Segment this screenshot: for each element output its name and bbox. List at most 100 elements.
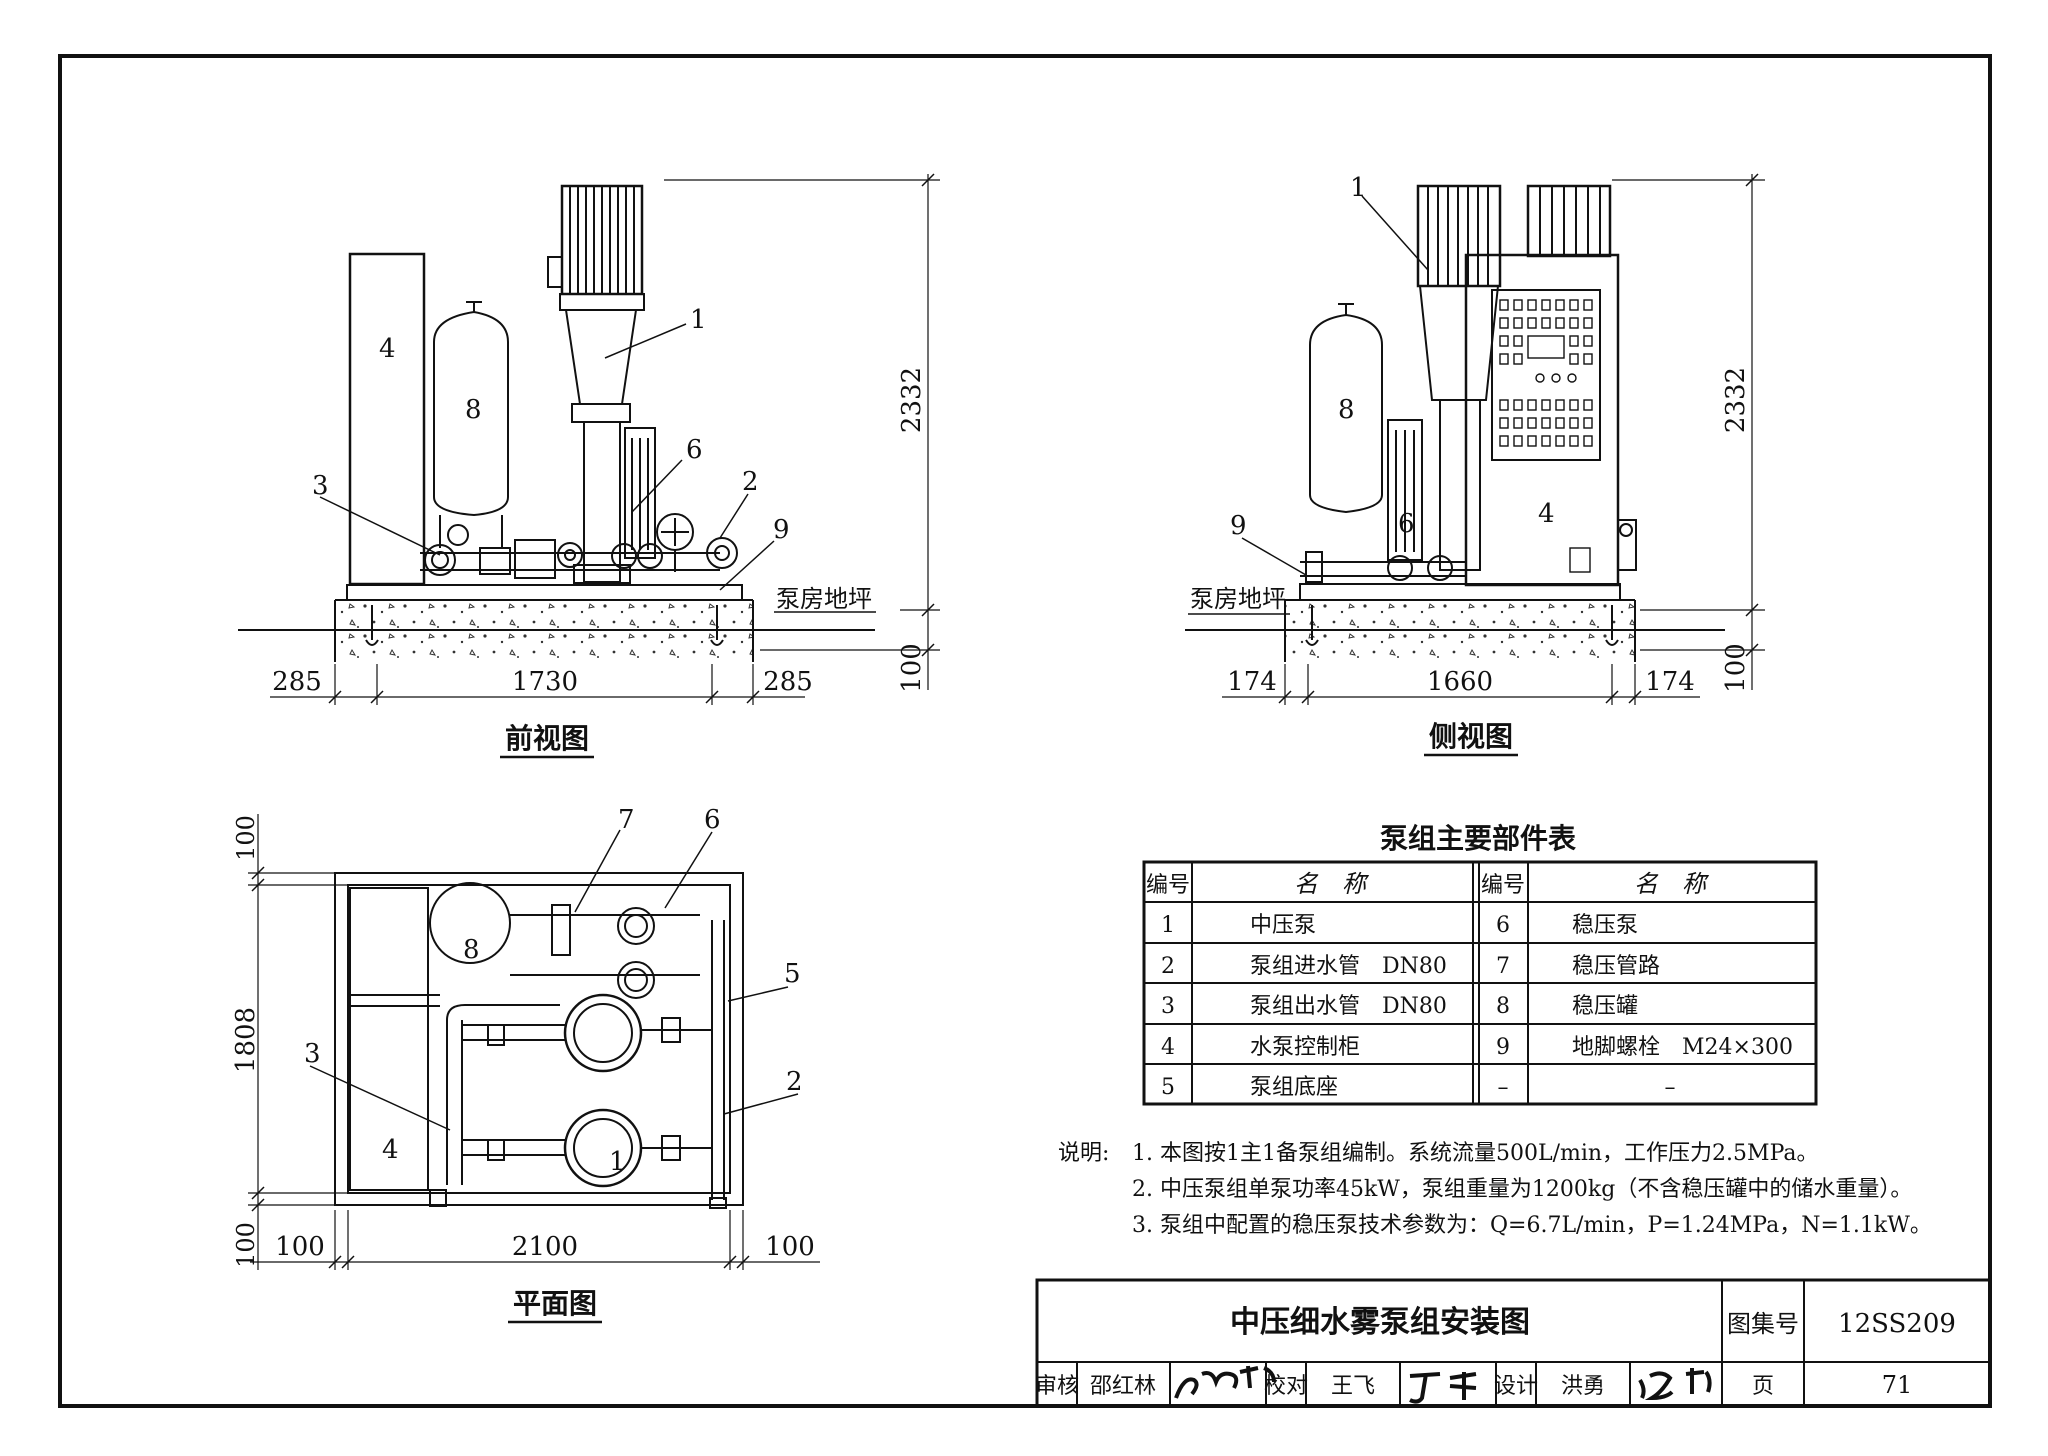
table-header-name-1: 名 称 xyxy=(1294,870,1370,898)
drawing-title: 中压细水雾泵组安装图 xyxy=(1230,1305,1530,1340)
atlas-number: 12SS209 xyxy=(1838,1309,1956,1339)
plan-label-6: 6 xyxy=(704,805,721,835)
side-dim-left: 174 xyxy=(1227,667,1277,697)
side-floor-label: 泵房地坪 xyxy=(1190,585,1286,613)
plan-label-8: 8 xyxy=(463,935,480,965)
plan-dim-depth: 1808 xyxy=(231,1007,261,1073)
notes: 说明: 1. 本图按1主1备泵组编制。系统流量500L/min，工作压力2.5M… xyxy=(1058,1141,1932,1238)
side-dim-middle: 1660 xyxy=(1427,667,1493,697)
table-row: 3 泵组出水管 DN80 8 稳压罐 xyxy=(1161,994,1638,1019)
front-dim-right: 285 xyxy=(763,667,813,697)
side-dim-right: 174 xyxy=(1645,667,1695,697)
svg-text:–: – xyxy=(1665,1075,1676,1100)
plan-dim-right: 100 xyxy=(765,1232,815,1262)
front-dim-height: 2332 xyxy=(897,367,927,433)
page-number: 71 xyxy=(1882,1371,1913,1399)
front-label-6: 6 xyxy=(686,435,703,465)
front-label-8: 8 xyxy=(465,395,482,425)
front-dim-left: 285 xyxy=(272,667,322,697)
front-floor-label: 泵房地坪 xyxy=(776,585,872,613)
svg-text:地脚螺栓 M24×300: 地脚螺栓 M24×300 xyxy=(1572,1035,1793,1060)
title-block: 中压细水雾泵组安装图 图集号 12SS209 审核 邵红林 校对 王飞 设计 洪… xyxy=(1035,1278,1992,1408)
front-dim-base: 100 xyxy=(897,643,927,693)
side-view-title: 侧视图 xyxy=(1429,720,1513,753)
plan-dim-bottom: 100 xyxy=(232,1222,260,1268)
side-label-9: 9 xyxy=(1230,511,1247,541)
side-label-1: 1 xyxy=(1350,173,1367,203)
front-label-9: 9 xyxy=(773,515,790,545)
parts-table-title: 泵组主要部件表 xyxy=(1380,822,1576,855)
note-2: 2. 中压泵组单泵功率45kW，泵组重量为1200kg（不含稳压罐中的储水重量）… xyxy=(1132,1177,1912,1202)
svg-text:稳压泵: 稳压泵 xyxy=(1572,913,1638,938)
plan-tank xyxy=(429,882,511,964)
plan-label-4: 4 xyxy=(382,1135,399,1165)
table-header-no-1: 编号 xyxy=(1146,873,1190,898)
table-header-name-2: 名 称 xyxy=(1634,870,1710,898)
front-label-2: 2 xyxy=(742,467,759,497)
checker-name: 王飞 xyxy=(1331,1374,1375,1399)
note-3: 3. 泵组中配置的稳压泵技术参数为：Q=6.7L/min，P=1.24MPa，N… xyxy=(1132,1213,1932,1238)
svg-text:4: 4 xyxy=(1161,1035,1175,1060)
plan-label-3: 3 xyxy=(304,1039,321,1069)
signature-reviewer xyxy=(1174,1365,1276,1399)
plan-dim-width: 2100 xyxy=(512,1232,578,1262)
sheet-border xyxy=(58,54,1992,1408)
svg-text:稳压管路: 稳压管路 xyxy=(1572,954,1660,979)
note-1: 1. 本图按1主1备泵组编制。系统流量500L/min，工作压力2.5MPa。 xyxy=(1132,1141,1819,1166)
svg-text:1: 1 xyxy=(1161,913,1175,938)
side-dim-height: 2332 xyxy=(1721,367,1751,433)
plan-view-text: 7 6 8 5 3 2 4 1 100 1808 100 100 2100 10… xyxy=(231,805,815,1320)
svg-text:8: 8 xyxy=(1496,994,1510,1019)
pressure-tank xyxy=(433,310,509,517)
side-label-6: 6 xyxy=(1398,509,1415,539)
table-row: 2 泵组进水管 DN80 7 稳压管路 xyxy=(1161,954,1660,979)
svg-text:2: 2 xyxy=(1161,954,1175,979)
svg-text:7: 7 xyxy=(1496,954,1510,979)
plan-dim-left: 100 xyxy=(275,1232,325,1262)
svg-text:泵组进水管 DN80: 泵组进水管 DN80 xyxy=(1250,954,1447,979)
page-label: 页 xyxy=(1752,1374,1774,1399)
plan-dim-top: 100 xyxy=(232,815,260,861)
side-view xyxy=(1185,173,1765,757)
plan-label-1: 1 xyxy=(609,1147,626,1177)
front-dim-middle: 1730 xyxy=(512,667,578,697)
svg-text:水泵控制柜: 水泵控制柜 xyxy=(1250,1035,1360,1060)
parts-table: 泵组主要部件表 编号 名 称 编号 名 称 1 中压泵 6 稳压泵 2 泵组进水… xyxy=(1142,822,1818,1106)
side-label-8: 8 xyxy=(1338,395,1355,425)
control-cabinet xyxy=(348,252,426,586)
svg-text:5: 5 xyxy=(1161,1075,1175,1100)
front-label-4: 4 xyxy=(379,334,396,364)
front-view-text: 1 3 4 6 8 2 9 泵房地坪 2332 100 285 1730 285… xyxy=(272,305,927,755)
table-row: 5 泵组底座 – – xyxy=(1161,1075,1676,1100)
side-control-cabinet xyxy=(1464,253,1620,587)
side-pressure-tank xyxy=(1309,313,1383,514)
svg-text:泵组底座: 泵组底座 xyxy=(1250,1075,1338,1100)
design-label: 设计 xyxy=(1494,1374,1538,1399)
plan-label-7: 7 xyxy=(618,805,635,835)
designer-name: 洪勇 xyxy=(1561,1374,1605,1399)
signature-checker xyxy=(1409,1372,1477,1404)
svg-text:9: 9 xyxy=(1496,1035,1510,1060)
svg-text:泵组出水管 DN80: 泵组出水管 DN80 xyxy=(1250,994,1447,1019)
plan-label-2: 2 xyxy=(786,1067,803,1097)
side-label-4: 4 xyxy=(1538,499,1555,529)
check-label: 校对 xyxy=(1264,1374,1308,1399)
notes-label: 说明: xyxy=(1058,1141,1109,1166)
svg-text:6: 6 xyxy=(1496,913,1510,938)
svg-text:中压泵: 中压泵 xyxy=(1250,913,1316,938)
svg-text:3: 3 xyxy=(1161,994,1175,1019)
review-label: 审核 xyxy=(1035,1374,1079,1399)
front-label-3: 3 xyxy=(312,471,329,501)
plan-view xyxy=(248,814,820,1324)
table-row: 4 水泵控制柜 9 地脚螺栓 M24×300 xyxy=(1161,1035,1793,1060)
side-dim-base: 100 xyxy=(1721,643,1751,693)
front-view xyxy=(238,173,940,759)
front-view-title: 前视图 xyxy=(505,722,589,755)
plan-label-5: 5 xyxy=(784,959,801,989)
front-label-1: 1 xyxy=(690,305,707,335)
table-row: 1 中压泵 6 稳压泵 xyxy=(1161,913,1638,938)
plan-view-title: 平面图 xyxy=(513,1287,597,1320)
signature-designer xyxy=(1638,1368,1712,1401)
svg-text:–: – xyxy=(1498,1075,1509,1100)
